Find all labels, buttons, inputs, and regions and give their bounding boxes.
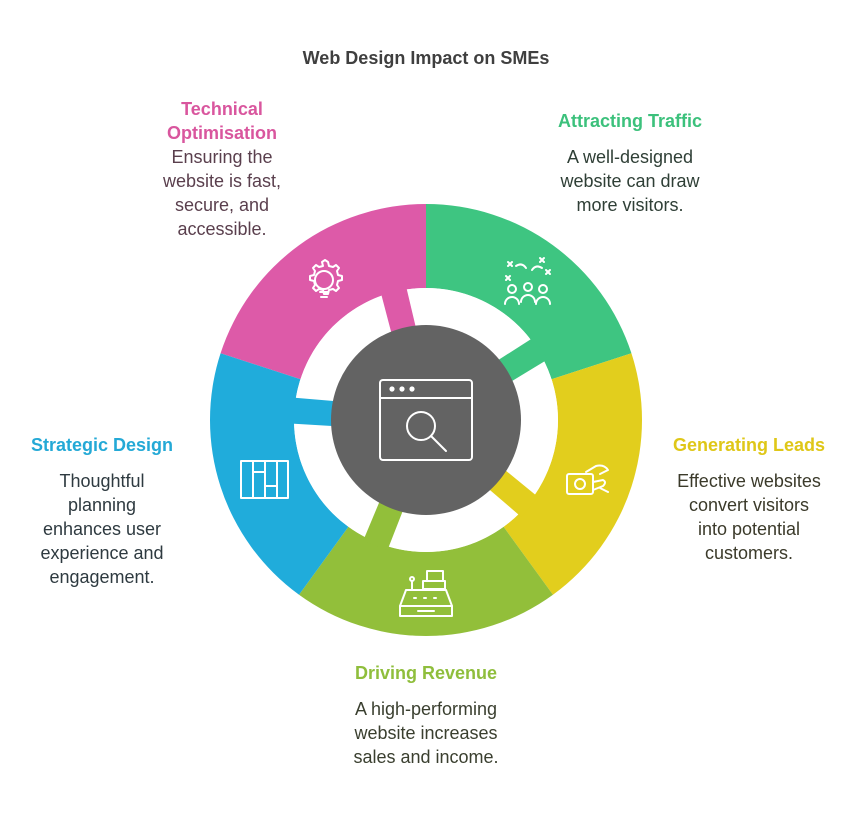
block-driving-revenue: Driving Revenue A high-performing websit… xyxy=(316,661,536,769)
segment-strategic-design xyxy=(209,353,349,595)
description-line: website can draw xyxy=(560,171,700,191)
description-line: convert visitors xyxy=(688,495,810,515)
description-attracting-traffic: A well-designed website can draw more vi… xyxy=(520,145,740,217)
browser-search-icon xyxy=(379,379,473,461)
description-line: more visitors. xyxy=(576,195,684,215)
hand-money-icon xyxy=(566,464,609,495)
block-strategic-design: Strategic Design Thoughtful planning enh… xyxy=(16,433,188,589)
description-line: A high-performing xyxy=(354,699,498,719)
description-line: Thoughtful xyxy=(59,471,145,491)
heading-attracting-traffic: Attracting Traffic xyxy=(557,111,703,131)
description-line: A well-designed xyxy=(566,147,694,167)
connector-revenue xyxy=(363,497,405,551)
description-line: sales and income. xyxy=(353,747,499,767)
cash-register-icon xyxy=(399,570,453,617)
description-line: engagement. xyxy=(49,567,155,587)
center-hub xyxy=(331,325,521,515)
description-line: Effective websites xyxy=(677,471,821,491)
block-technical-optimisation: Technical Optimisation Ensuring the webs… xyxy=(140,97,304,241)
description-line: experience and xyxy=(40,543,164,563)
description-strategic-design: Thoughtful planning enhances user experi… xyxy=(16,469,188,589)
description-line: enhances user xyxy=(42,519,162,539)
description-line: secure, and xyxy=(174,195,270,215)
diagram-title: Web Design Impact on SMEs xyxy=(302,48,550,68)
description-line: website increases xyxy=(354,723,498,743)
gear-bulb-icon xyxy=(309,259,343,298)
description-line: Ensuring the xyxy=(171,147,273,167)
description-line: customers. xyxy=(704,543,794,563)
description-line: planning xyxy=(67,495,137,515)
heading-line: Optimisation xyxy=(166,123,277,143)
heading-line: Technical xyxy=(181,99,263,119)
description-technical-optimisation: Ensuring the website is fast, secure, an… xyxy=(140,145,304,241)
description-line: website is fast, xyxy=(162,171,282,191)
description-generating-leads: Effective websites convert visitors into… xyxy=(660,469,838,565)
heading-strategic-design: Strategic Design xyxy=(30,435,174,455)
description-driving-revenue: A high-performing website increases sale… xyxy=(316,697,536,769)
block-attracting-traffic: Attracting Traffic A well-designed websi… xyxy=(520,109,740,217)
people-crowd-icon xyxy=(504,257,551,305)
description-line: accessible. xyxy=(177,219,267,239)
description-line: into potential xyxy=(697,519,801,539)
block-generating-leads: Generating Leads Effective websites conv… xyxy=(660,433,838,565)
heading-driving-revenue: Driving Revenue xyxy=(354,663,498,683)
layout-columns-icon xyxy=(240,460,289,499)
heading-technical-optimisation: Technical Optimisation xyxy=(140,97,304,145)
heading-generating-leads: Generating Leads xyxy=(672,435,826,455)
connector-traffic xyxy=(494,337,548,384)
connector-technical xyxy=(380,285,417,337)
connector-strategic xyxy=(290,397,338,427)
